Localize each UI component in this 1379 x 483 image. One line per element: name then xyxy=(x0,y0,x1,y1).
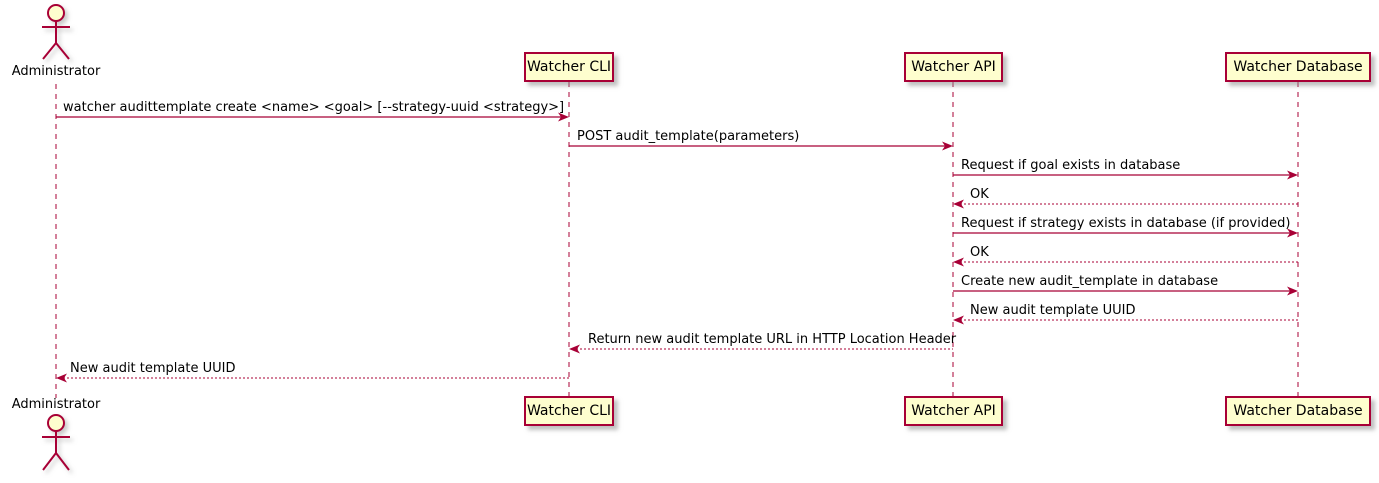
actor-icon-bottom xyxy=(42,414,70,471)
message-label-8: New audit template UUID xyxy=(970,303,1136,318)
message-arrow-8 xyxy=(953,315,1298,325)
message-arrow-1 xyxy=(56,112,569,122)
participant-watcher-cli-bottom: Watcher CLI xyxy=(524,396,614,426)
actor-icon-top xyxy=(42,4,70,60)
participant-watcher-database-bottom: Watcher Database xyxy=(1225,396,1371,426)
message-arrow-5 xyxy=(953,228,1298,238)
message-arrow-3 xyxy=(953,170,1298,180)
message-label-3: Request if goal exists in database xyxy=(961,158,1181,173)
participant-watcher-database-top: Watcher Database xyxy=(1225,52,1371,82)
message-arrow-4 xyxy=(953,199,1298,209)
message-arrow-2 xyxy=(569,141,953,151)
message-label-7: Create new audit_template in database xyxy=(961,274,1219,289)
message-label-2: POST audit_template(parameters) xyxy=(577,129,800,144)
message-label-4: OK xyxy=(970,187,989,202)
message-label-1: watcher audittemplate create <name> <goa… xyxy=(63,100,565,115)
message-arrow-7 xyxy=(953,286,1298,296)
message-label-10: New audit template UUID xyxy=(70,361,236,376)
message-arrow-9 xyxy=(569,344,953,354)
participant-watcher-api-bottom: Watcher API xyxy=(904,396,1003,426)
message-label-9: Return new audit template URL in HTTP Lo… xyxy=(588,332,957,347)
actor-label-bottom: Administrator xyxy=(11,397,101,412)
message-arrow-10 xyxy=(56,373,569,383)
message-arrow-6 xyxy=(953,257,1298,267)
actor-label-top: Administrator xyxy=(11,64,101,79)
message-label-5: Request if strategy exists in database (… xyxy=(961,216,1291,231)
participant-watcher-cli-top: Watcher CLI xyxy=(524,52,614,82)
participant-watcher-api-top: Watcher API xyxy=(904,52,1003,82)
message-label-6: OK xyxy=(970,245,989,260)
